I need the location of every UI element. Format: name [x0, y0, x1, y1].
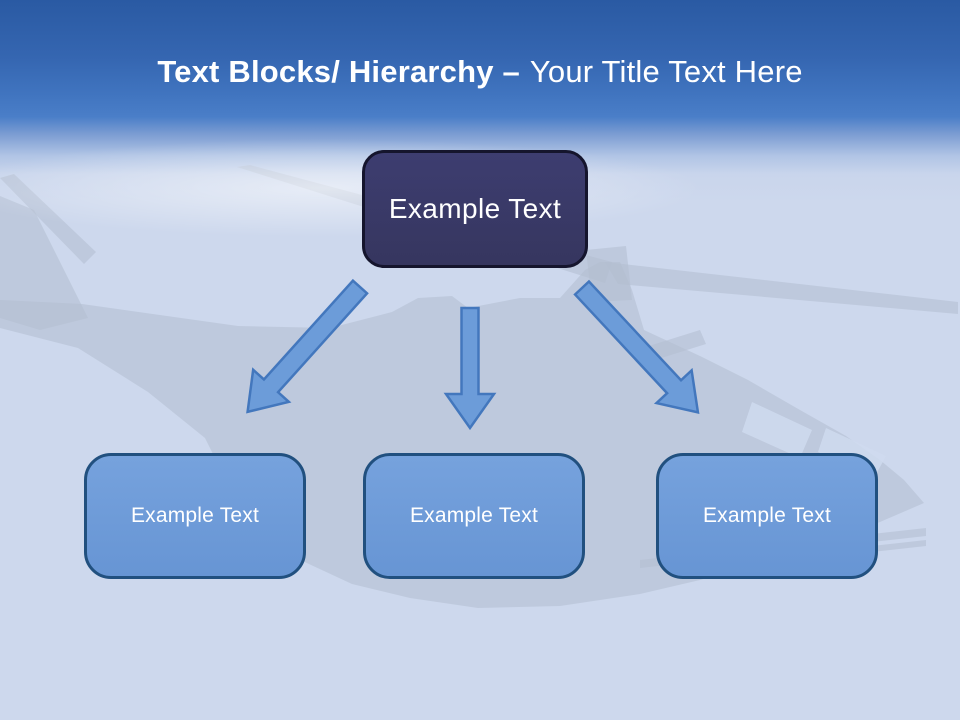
child-text-block-2-label: Example Text [409, 504, 539, 527]
arrow-down-icon [443, 306, 497, 431]
child-text-block-3-label: Example Text [702, 504, 832, 527]
slide-title-regular: Your Title Text Here [529, 54, 803, 89]
stub-wing [630, 330, 706, 364]
child-text-block-2[interactable]: Example Text [363, 453, 585, 579]
root-text-block[interactable]: Example Text [362, 150, 588, 268]
tail-fin [0, 196, 88, 330]
arrow-down-right-icon [573, 279, 700, 414]
root-text-block-label: Example Text [388, 193, 562, 224]
child-text-block-3[interactable]: Example Text [656, 453, 878, 579]
slide-title: Text Blocks/ Hierarchy – Your Title Text … [0, 50, 960, 94]
slide-title-bold: Text Blocks/ Hierarchy – [157, 54, 520, 89]
skid-strut [872, 540, 926, 552]
child-text-block-1[interactable]: Example Text [84, 453, 306, 579]
child-text-block-1-label: Example Text [130, 504, 260, 527]
rotor-hub [586, 246, 632, 302]
tail-rotor-blade [0, 174, 96, 264]
rotor-blade-right [605, 262, 958, 314]
arrow-down-left-icon [246, 278, 369, 414]
canopy-window-front [742, 402, 812, 458]
